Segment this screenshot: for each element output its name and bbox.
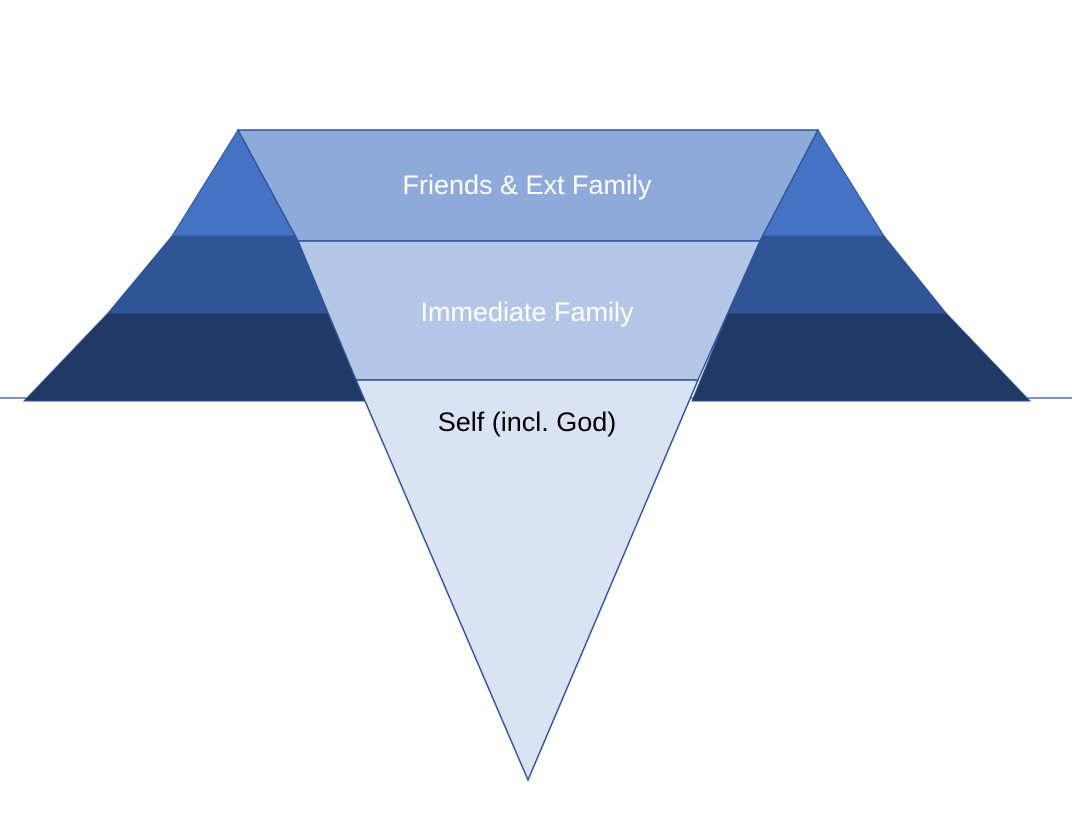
right-pyramid-tier-bottom xyxy=(691,312,1032,402)
layer-label-friends-ext-family: Friends & Ext Family xyxy=(402,170,652,200)
left-pyramid-tier-bottom xyxy=(22,312,367,402)
layer-self xyxy=(354,379,700,782)
layer-label-immediate-family: Immediate Family xyxy=(420,297,634,327)
right-pyramid-tier-middle xyxy=(727,235,948,314)
layer-label-self: Self (incl. God) xyxy=(438,407,617,437)
left-pyramid-tier-middle xyxy=(106,235,331,314)
